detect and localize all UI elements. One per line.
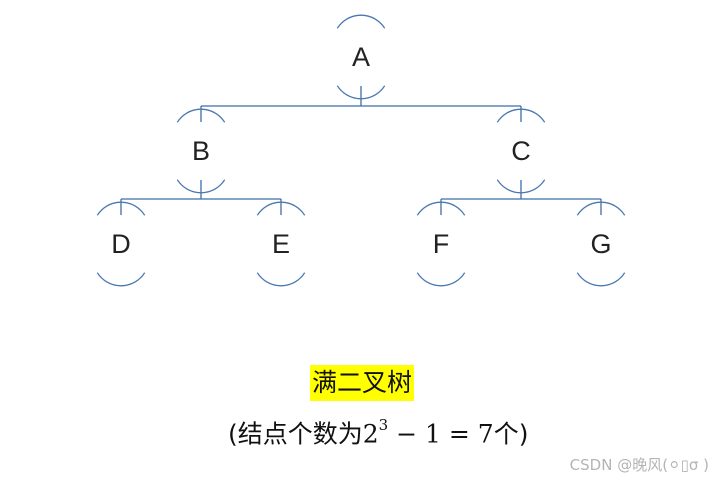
node-g-label: G: [590, 229, 611, 259]
tree-node-g: G: [576, 201, 626, 287]
node-b-label: B: [192, 136, 210, 166]
formula-rest: − 1 = 7: [388, 419, 494, 449]
tree-node-f: F: [416, 201, 466, 287]
formula-open-text: (结点个数为: [228, 419, 363, 449]
formula-base: 2: [362, 419, 379, 449]
formula-close-text: 个): [493, 419, 529, 449]
node-g-circle: [576, 201, 626, 287]
tree-node-a: A: [336, 14, 386, 100]
node-c-circle: [496, 108, 546, 194]
node-f-circle: [416, 201, 466, 287]
tree-node-d: D: [96, 201, 146, 287]
formula-exponent: 3: [378, 416, 389, 434]
diagram-title: 满二叉树: [310, 365, 415, 401]
edge-a-to-b-c: [200, 86, 522, 122]
node-f-label: F: [433, 229, 450, 259]
tree-node-c: C: [496, 108, 546, 194]
node-d-circle: [96, 201, 146, 287]
node-a-circle: [336, 14, 386, 100]
node-e-label: E: [272, 229, 290, 259]
node-b-circle: [176, 108, 226, 194]
csdn-watermark: CSDN @晚风(⚪▯σ ): [569, 456, 709, 474]
node-c-label: C: [511, 136, 531, 166]
node-d-label: D: [111, 229, 131, 259]
edge-b-to-d-e: [120, 180, 282, 215]
tree-node-b: B: [176, 108, 226, 194]
edge-c-to-f-g: [440, 180, 602, 215]
tree-node-e: E: [256, 201, 306, 287]
node-e-circle: [256, 201, 306, 287]
node-count-formula: (结点个数为23 − 1 = 7个): [228, 410, 529, 449]
node-a-label: A: [352, 42, 370, 72]
